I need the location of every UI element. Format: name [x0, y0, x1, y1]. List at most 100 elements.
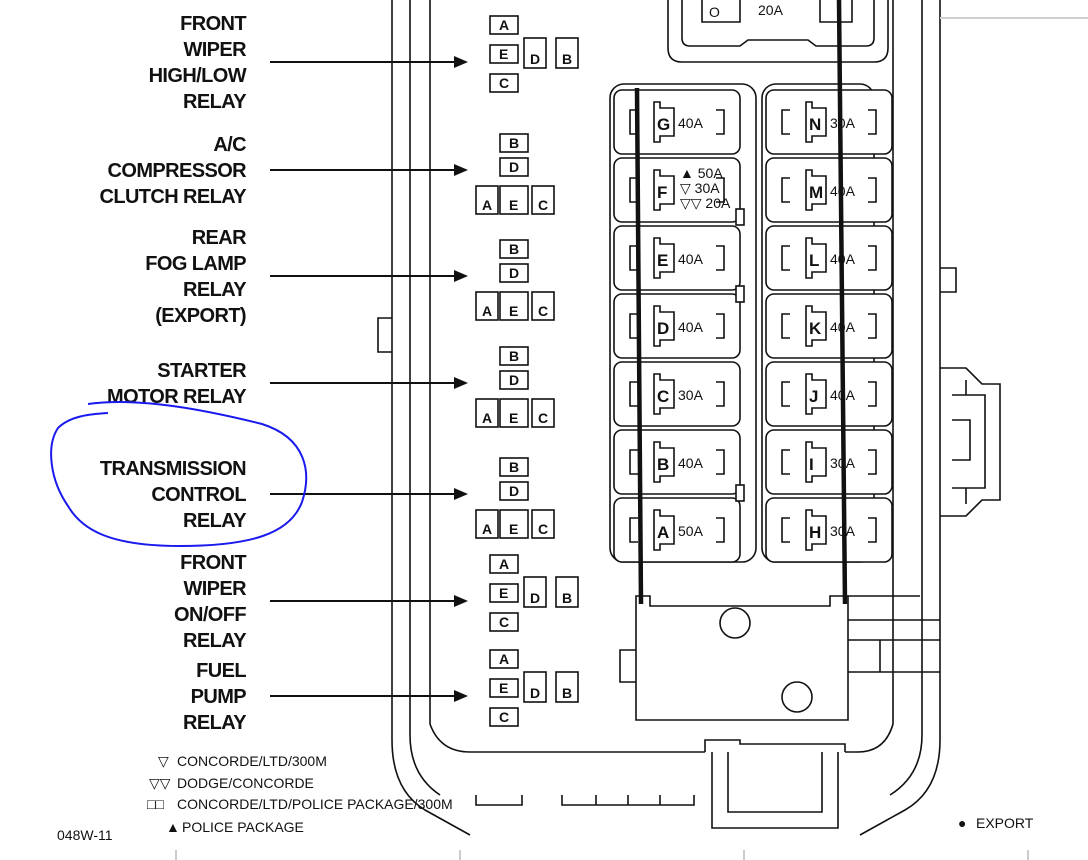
arrow-head-icon	[454, 270, 468, 282]
terminal-a: A	[475, 185, 499, 215]
relay-label-line: TRANSMISSION	[100, 458, 246, 480]
terminal-label: E	[499, 680, 508, 696]
terminal-label: B	[562, 51, 572, 67]
figure-id: 048W-11	[57, 827, 113, 843]
terminal-label: C	[499, 614, 509, 630]
fuse-rating: 40A	[678, 115, 704, 131]
legend-text: CONCORDE/LTD/300M	[177, 753, 327, 769]
terminal-label: A	[499, 556, 509, 572]
relay-label-line: FOG LAMP	[145, 253, 246, 275]
fuse-rating: 40A	[678, 319, 704, 335]
fuse-letter: D	[657, 319, 669, 338]
fuse-letter: H	[809, 523, 821, 542]
terminal-e: E	[489, 44, 519, 64]
fuse-letter: B	[657, 455, 669, 474]
terminal-label: D	[509, 483, 519, 499]
top-fuse-holder: O 20A	[667, 0, 889, 63]
terminal-e: E	[489, 678, 519, 698]
terminal-b: B	[499, 457, 529, 477]
terminal-e: E	[499, 398, 529, 428]
terminal-label: E	[509, 521, 518, 537]
terminal-d: D	[499, 481, 529, 501]
terminal-label: D	[509, 372, 519, 388]
terminal-c: C	[489, 73, 519, 93]
terminal-label: A	[482, 410, 492, 426]
terminal-label: D	[509, 265, 519, 281]
legend-symbol: ▲	[166, 819, 180, 835]
legend-item-dodge-concorde: ▽▽ DODGE/CONCORDE	[149, 775, 314, 791]
export-note: ● EXPORT	[958, 815, 1034, 831]
terminal-a: A	[489, 649, 519, 669]
relay-label-line: REAR	[192, 227, 247, 249]
terminal-c: C	[531, 291, 555, 321]
fuse-letter: N	[809, 115, 821, 134]
relay-label-line: RELAY	[183, 712, 247, 734]
arrow-head-icon	[454, 377, 468, 389]
relay-label-line: RELAY	[183, 91, 247, 113]
terminal-label: A	[499, 17, 509, 33]
arrow-head-icon	[454, 56, 468, 68]
top-fuse-rating: 20A	[758, 2, 784, 18]
legend-item-police-package-300m: □□ CONCORDE/LTD/POLICE PACKAGE/300M	[147, 796, 453, 812]
terminal-b: B	[499, 133, 529, 153]
terminal-d: D	[499, 157, 529, 177]
fuse-rating: 50A	[678, 523, 704, 539]
relay-label-line: COMPRESSOR	[108, 160, 248, 182]
terminal-label: C	[538, 197, 548, 213]
bus-bars	[634, 0, 848, 605]
terminal-label: A	[482, 303, 492, 319]
terminal-e: E	[499, 509, 529, 539]
terminal-label: E	[509, 197, 518, 213]
terminal-label: B	[509, 241, 519, 257]
terminal-c: C	[531, 185, 555, 215]
terminal-label: A	[482, 521, 492, 537]
legend-text: CONCORDE/LTD/POLICE PACKAGE/300M	[177, 796, 453, 812]
terminal-label: B	[509, 135, 519, 151]
mounting-hole-lower	[781, 681, 813, 713]
terminal-label: B	[562, 685, 572, 701]
fuse-letter: F	[657, 183, 667, 202]
fuse-letter: M	[809, 183, 823, 202]
legend-text: POLICE PACKAGE	[182, 819, 304, 835]
terminal-d: D	[499, 263, 529, 283]
terminal-label: A	[482, 197, 492, 213]
terminal-b: B	[555, 37, 579, 69]
highlight-circle	[50, 401, 308, 548]
fuse-rating: ▲ 50A	[680, 165, 723, 181]
legend-symbol: ▽	[158, 753, 169, 769]
terminal-e: E	[499, 291, 529, 321]
legend-symbol: ▽▽	[149, 775, 171, 791]
terminal-c: C	[531, 509, 555, 539]
fuse-rating: ▽▽ 20A	[680, 195, 731, 211]
fuse-letter: I	[809, 455, 814, 474]
relay-label-line: STARTER	[157, 360, 247, 382]
relay-label-line: PUMP	[191, 686, 247, 708]
relay-label-line: RELAY	[183, 279, 247, 301]
fuse-rating: 40A	[678, 251, 704, 267]
terminal-label: B	[562, 590, 572, 606]
fuse-letter: G	[657, 115, 670, 134]
terminal-c: C	[489, 612, 519, 632]
fuse-d: D 40A	[613, 293, 741, 359]
relay-label-line: A/C	[213, 134, 246, 156]
housing-outline	[175, 0, 1088, 860]
relay-label-line: WIPER	[183, 578, 247, 600]
terminal-label: D	[530, 685, 540, 701]
relay-label-line: FUEL	[196, 660, 246, 682]
terminal-label: D	[530, 51, 540, 67]
terminal-a: A	[475, 291, 499, 321]
terminal-label: C	[538, 303, 548, 319]
bottom-bracket	[619, 595, 940, 829]
terminal-a: A	[475, 398, 499, 428]
terminal-e: E	[499, 185, 529, 215]
relay-label-line: MOTOR RELAY	[107, 386, 247, 408]
arrow-head-icon	[454, 164, 468, 176]
terminal-label: C	[538, 410, 548, 426]
relay-label-line: RELAY	[183, 630, 247, 652]
fuse-letter: J	[809, 387, 818, 406]
